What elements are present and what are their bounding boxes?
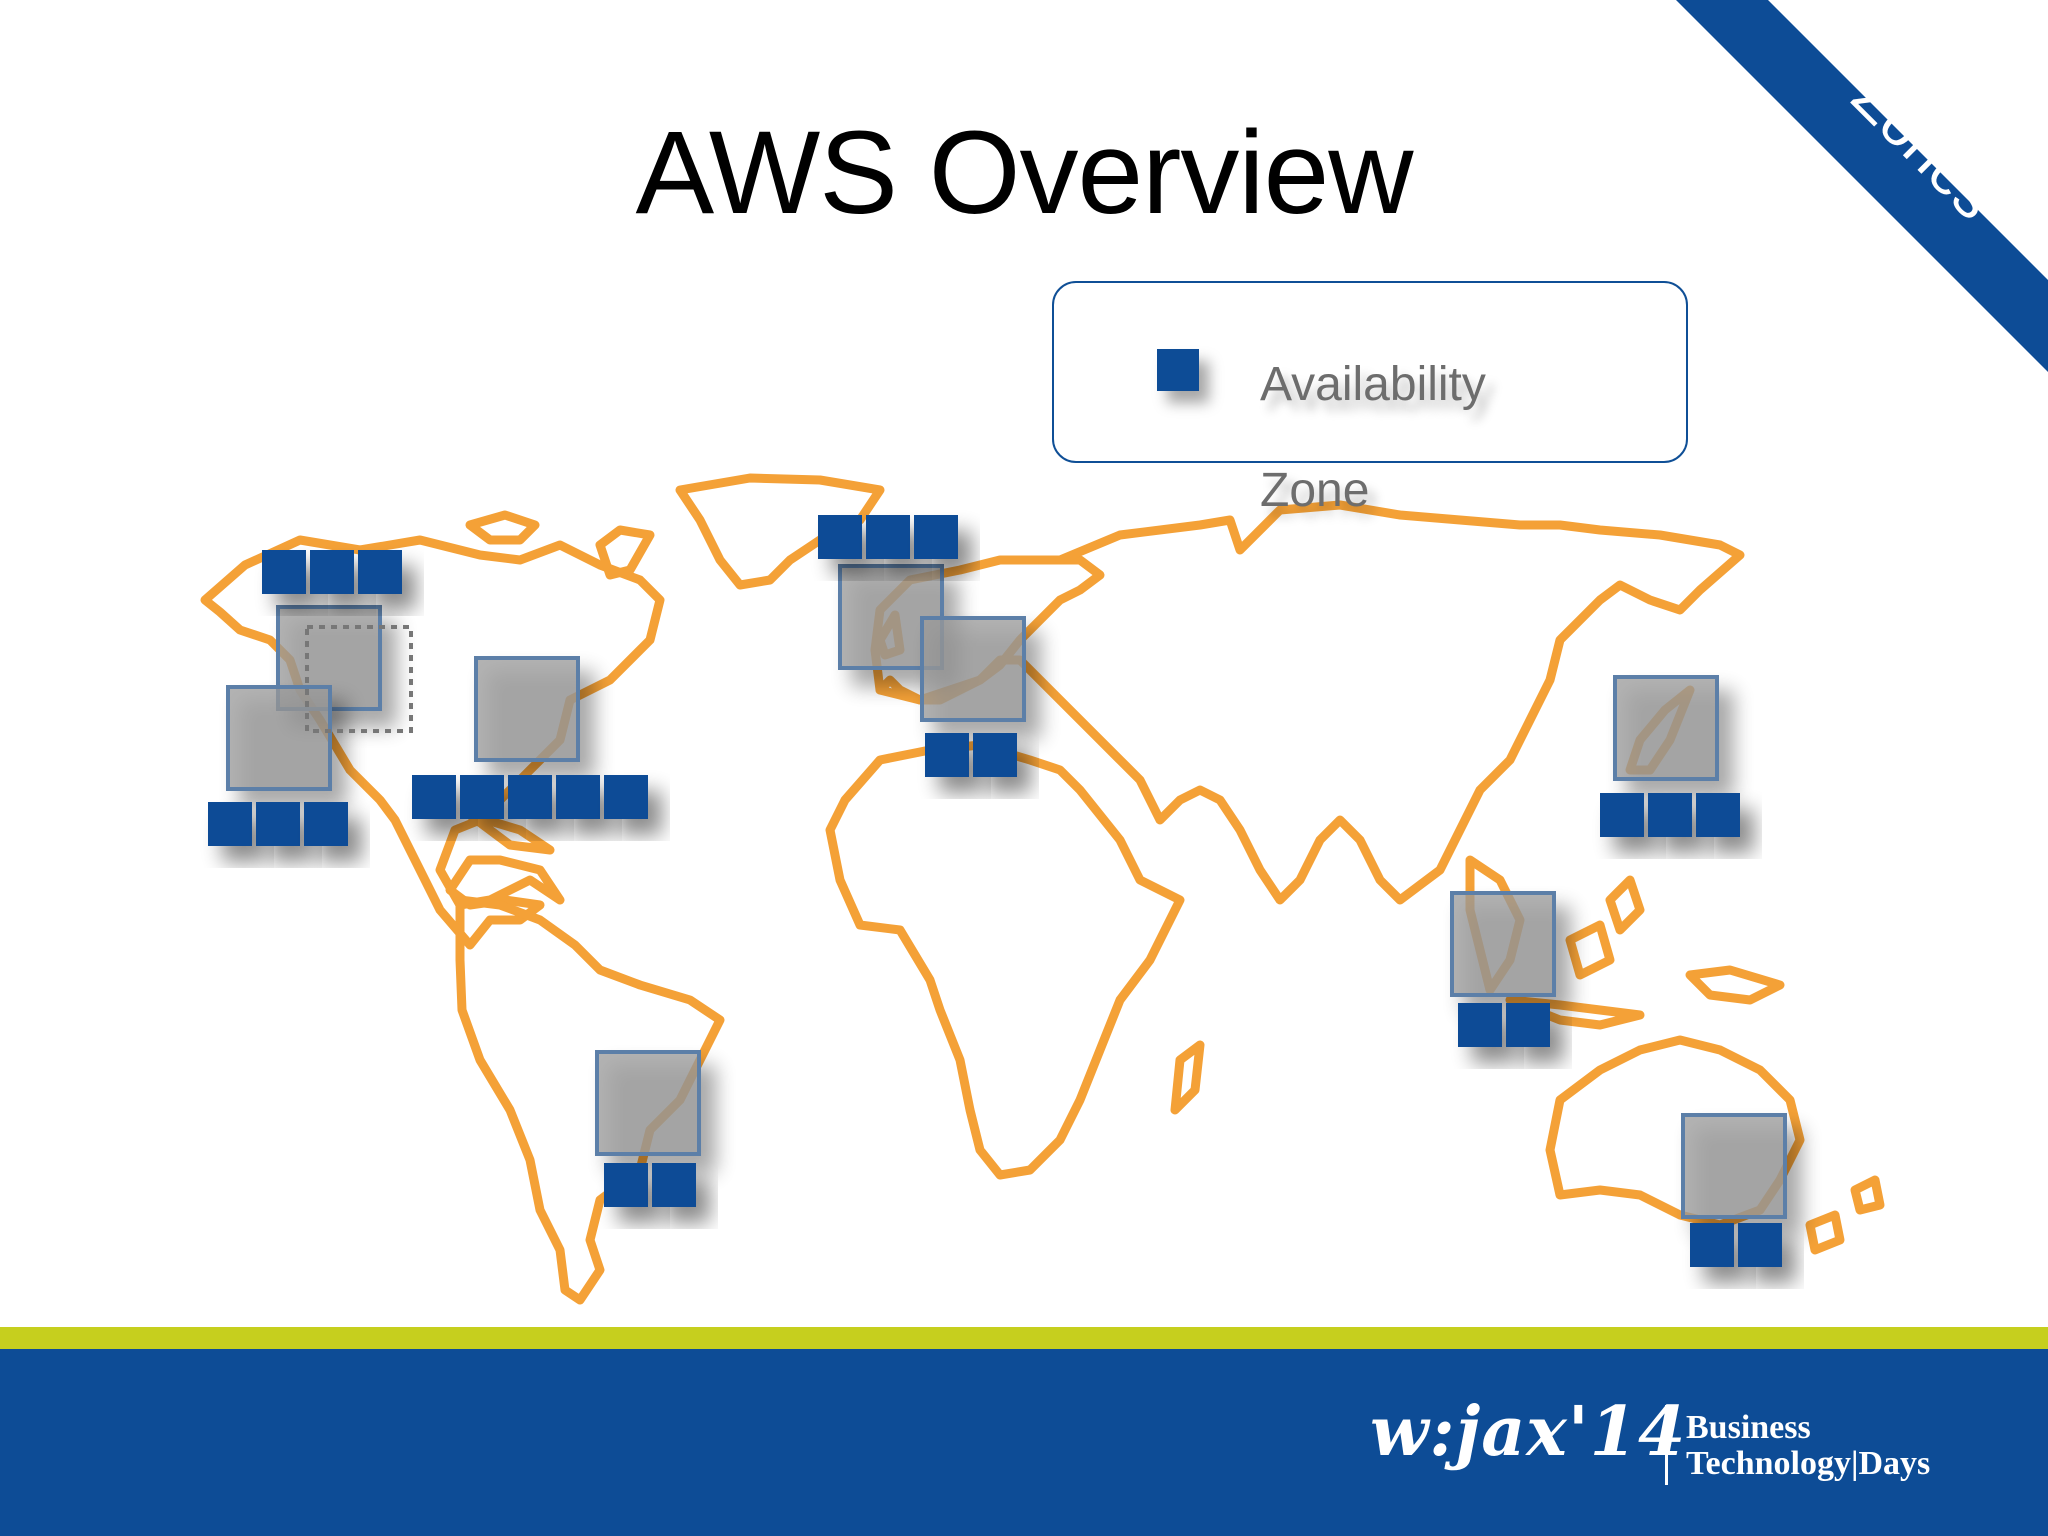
- btd-logo-line2: Technology|Days: [1686, 1445, 1931, 1482]
- availability-zone-square: [818, 515, 862, 559]
- island-nz-north: [1850, 1175, 1885, 1215]
- region-box: [1613, 675, 1719, 781]
- island-arctic: [595, 525, 655, 580]
- island-nz-south: [1805, 1210, 1845, 1255]
- island-indonesia: [1505, 995, 1645, 1030]
- region-us-west-california: [208, 685, 348, 846]
- continent-eurasia: [875, 500, 1745, 905]
- region-ap-sydney: [1681, 1113, 1787, 1267]
- island-cuba: [465, 810, 555, 855]
- availability-zone-square: [866, 515, 910, 559]
- island-baffin: [465, 510, 540, 545]
- island-newguinea: [1685, 965, 1785, 1005]
- availability-zone-square: [358, 550, 402, 594]
- btd-logo: Business Technology|Days: [1686, 1410, 1930, 1482]
- continent-africa: [825, 740, 1185, 1180]
- island-philippines: [1605, 875, 1645, 935]
- availability-zone-square: [310, 550, 354, 594]
- legend-swatch: [1157, 349, 1199, 391]
- availability-zone-square: [925, 733, 969, 777]
- slide-title: AWS Overview: [635, 107, 1414, 239]
- island-madagascar: [1170, 1040, 1205, 1115]
- planned-region-box: [305, 625, 413, 733]
- region-box: [1450, 891, 1556, 997]
- availability-zone-square: [208, 802, 252, 846]
- region-ap-singapore: [1450, 891, 1556, 1047]
- availability-zone-square: [1738, 1223, 1782, 1267]
- region-us-east: [412, 656, 648, 819]
- btd-logo-line1: Business: [1686, 1409, 1811, 1446]
- availability-zone-square: [412, 775, 456, 819]
- footer-stripe: [0, 1327, 2048, 1349]
- availability-zone-square: [604, 1163, 648, 1207]
- availability-zone-square: [256, 802, 300, 846]
- availability-zone-square: [508, 775, 552, 819]
- footer-band: [0, 1349, 2048, 1536]
- wjax-logo: w:jax'14: [1370, 1392, 1687, 1472]
- availability-zone-square: [914, 515, 958, 559]
- availability-zone-square: [652, 1163, 696, 1207]
- availability-zone-square: [1506, 1003, 1550, 1047]
- availability-zone-square: [1648, 793, 1692, 837]
- legend-label: Availability Zone: [1260, 358, 1486, 517]
- availability-zone-square: [973, 733, 1017, 777]
- region-box: [920, 616, 1026, 722]
- availability-zone-square: [460, 775, 504, 819]
- region-eu-frankfurt: [920, 616, 1026, 777]
- continent-greenland: [675, 473, 885, 590]
- region-sa-sao-paulo: [595, 1050, 701, 1207]
- region-box: [595, 1050, 701, 1156]
- availability-zone-square: [556, 775, 600, 819]
- availability-zone-square: [1696, 793, 1740, 837]
- availability-zone-square: [604, 775, 648, 819]
- availability-zone-square: [1458, 1003, 1502, 1047]
- island-borneo: [1565, 920, 1615, 980]
- availability-zone-square: [262, 550, 306, 594]
- region-box: [474, 656, 580, 762]
- logo-divider: [1665, 1405, 1668, 1485]
- availability-zone-square: [1690, 1223, 1734, 1267]
- continent-south-america: [455, 895, 725, 1305]
- availability-zone-square: [1600, 793, 1644, 837]
- region-box: [226, 685, 332, 791]
- availability-zone-square: [304, 802, 348, 846]
- region-box: [1681, 1113, 1787, 1219]
- region-ap-tokyo: [1600, 675, 1740, 837]
- continent-north-america: [200, 535, 665, 950]
